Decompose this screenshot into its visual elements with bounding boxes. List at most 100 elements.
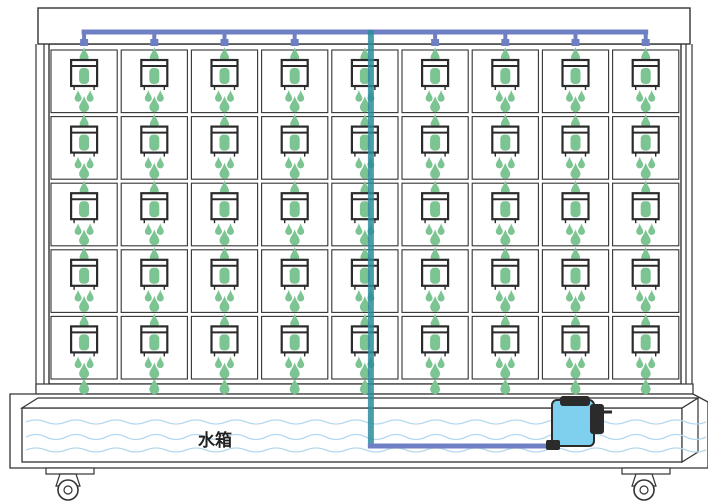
water-droplet-icon [79,362,90,379]
water-droplet-icon [359,267,370,284]
planter-cell [50,180,118,247]
planter-cell [120,113,188,180]
water-droplet-icon [220,113,229,129]
water-droplet-icon [355,90,363,102]
planter-box-icon [631,325,660,357]
water-droplet-icon [641,47,651,62]
planter-box-icon [561,192,590,224]
planter-box-icon [69,325,99,357]
water-droplet-icon [149,134,160,151]
water-droplet-icon [507,156,515,169]
water-droplet-icon [359,96,370,113]
pipe-nozzle [220,39,229,46]
water-droplet-icon [578,156,585,169]
header-box [37,7,691,45]
water-droplet-icon [571,313,580,329]
water-droplet-icon [500,295,511,313]
water-droplet-icon [640,201,651,218]
water-droplet-icon [430,96,441,113]
water-droplet-icon [359,201,370,218]
planter-cell [612,47,680,114]
pump-inlet [546,440,560,450]
water-droplet-icon [290,180,300,196]
water-droplet-icon [290,246,300,262]
water-droplet-icon [290,47,300,62]
planter-cell [541,313,610,380]
water-droplet-icon [74,356,82,369]
planter-box-icon [421,125,450,157]
water-droplet-icon [289,162,300,179]
water-droplet-icon [430,134,441,151]
planter-box-icon [350,125,379,157]
water-droplet-icon [359,229,370,246]
water-droplet-icon [79,96,90,113]
water-droplet-icon [507,356,515,369]
water-droplet-icon [430,313,440,329]
water-wave-icon [25,447,707,453]
planter-box-icon [491,325,520,357]
water-droplet-icon [289,68,300,84]
water-droplet-icon [360,246,370,262]
water-droplet-icon [437,356,445,369]
planter-box-icon [140,325,169,357]
tank-top [19,397,701,409]
planter-box-icon [350,58,379,90]
water-droplet-icon [219,378,230,395]
planter-box-icon [280,325,309,357]
water-droplet-icon [227,356,234,369]
water-droplet-icon [570,134,581,151]
planter-cell [612,246,680,313]
water-droplet-icon [289,96,300,113]
planter-cell [120,246,188,313]
water-droplet-icon [360,180,370,196]
planter-cell [261,113,329,180]
water-droplet-icon [79,246,89,262]
water-droplet-icon [86,90,94,102]
water-droplet-icon [430,113,440,129]
water-droplet-icon [215,223,222,235]
water-droplet-icon [215,289,222,302]
water-droplet-icon [156,356,164,369]
water-droplet-icon [156,223,164,235]
water-droplet-icon [640,96,651,113]
pipe-nozzle [501,39,510,46]
water-droplet-icon [648,356,656,369]
water-droplet-icon [571,246,580,262]
water-droplet-icon [79,229,90,246]
top-header-bar [37,7,691,45]
water-droplet-icon [570,378,581,395]
caster-hub [639,485,649,495]
planter-cell [50,246,118,313]
water-droplet-icon [149,180,159,196]
water-droplet-icon [79,68,90,84]
planter-box-icon [350,192,379,224]
water-droplet-icon [355,289,363,302]
water-droplet-icon [500,113,510,129]
water-droplet-icon [219,229,230,246]
planter-box-icon [210,58,239,90]
water-droplet-icon [285,223,293,235]
planter-cell [401,246,469,313]
planter-box-icon [561,58,590,90]
water-droplet-icon [648,90,656,102]
planter-box-icon [140,125,169,157]
water-droplet-icon [500,162,511,179]
planter-cell [331,47,399,114]
water-droplet-icon [219,362,230,379]
water-droplet-icon [219,96,230,113]
water-droplet-icon [640,378,651,395]
pump-body [551,399,595,447]
planter-cell [612,313,680,380]
water-droplet-icon [507,223,515,235]
water-droplet-icon [430,267,441,284]
caster-plate [45,467,95,475]
water-droplet-icon [149,246,159,262]
water-droplet-icon [149,267,160,284]
water-droplet-icon [219,334,230,351]
water-droplet-icon [641,246,651,262]
water-droplet-icon [430,162,441,179]
water-droplet-icon [500,362,511,379]
planter-box-icon [631,58,660,90]
water-droplet-icon [285,156,293,169]
water-droplet-icon [566,223,573,235]
